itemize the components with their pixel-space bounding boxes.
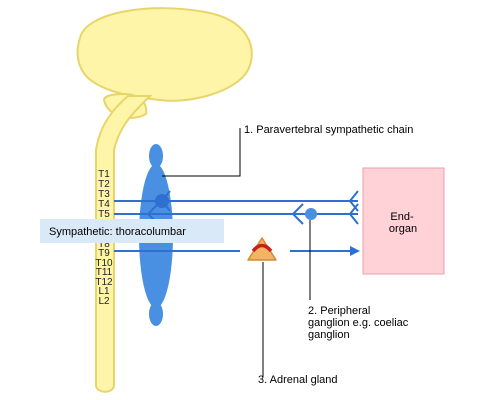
paravertebral-chain-label: 1. Paravertebral sympathetic chain <box>244 124 413 136</box>
adrenal-gland <box>247 237 277 261</box>
end-organ <box>362 167 445 275</box>
peripheral-ganglion-label: 2. Peripheral <box>308 305 370 317</box>
segment-label: T9 <box>98 248 110 259</box>
segment-label: L1 <box>98 286 110 297</box>
leader-lines <box>162 128 311 377</box>
segment-label: T2 <box>98 179 110 190</box>
end-organ-label: organ <box>389 223 417 235</box>
segment-label: T10 <box>95 258 113 269</box>
adrenal-gland-label: 3. Adrenal gland <box>258 374 338 386</box>
segment-label: T8 <box>98 239 110 250</box>
segment-label: T11 <box>96 267 113 278</box>
peripheral-ganglion-label: ganglion <box>308 329 350 341</box>
spinal-cord <box>95 95 153 393</box>
nerve-pathways <box>114 190 360 256</box>
segment-label: T3 <box>98 189 110 200</box>
peripheral-ganglion-label: ganglion e.g. coeliac <box>308 317 409 329</box>
end-organ-label: End- <box>390 211 414 223</box>
segment-label: T1 <box>98 169 110 180</box>
segment-label: T4 <box>98 199 110 210</box>
sympathetic-banner <box>40 219 224 243</box>
brain <box>76 7 253 119</box>
segment-label: T5 <box>98 209 110 220</box>
sympathetic-banner-label: Sympathetic: thoracolumbar <box>49 226 186 238</box>
segment-label: T12 <box>95 277 113 288</box>
segment-label: L2 <box>98 296 110 307</box>
peripheral-ganglion <box>305 208 317 220</box>
